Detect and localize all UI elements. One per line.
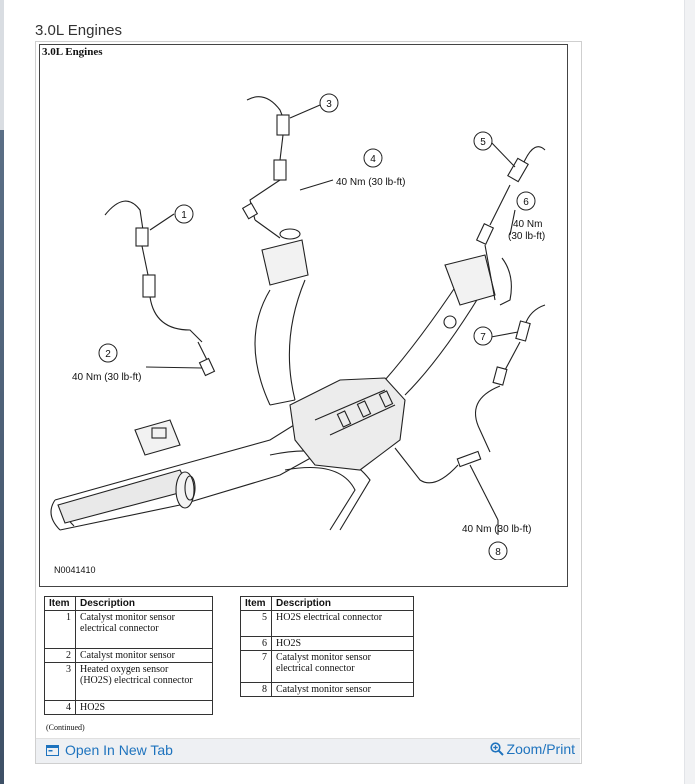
page-heading: 3.0L Engines [35, 22, 123, 39]
action-bar [36, 738, 580, 763]
callout-4: 4 [370, 154, 376, 165]
open-in-new-tab-label[interactable]: Open In New Tab [65, 742, 173, 758]
item-table-left: Item Description 1 Catalyst monitor sens… [44, 596, 213, 715]
table-row: 3 Heated oxygen sensor(HO2S) electrical … [44, 662, 213, 701]
window-icon [46, 744, 59, 756]
continued-note: (Continued) [46, 723, 85, 732]
table-row: 8 Catalyst monitor sensor [240, 682, 414, 697]
exhaust-sensor-diagram: 1 2 3 4 5 6 7 8 40 Nm (30 lb-ft) 40 Nm (… [50, 93, 546, 560]
callout-2: 2 [105, 349, 111, 360]
torque-label-6-line1: 40 Nm [513, 219, 542, 230]
left-window-edge [0, 0, 4, 784]
table-header-description: Description [75, 596, 213, 611]
torque-label-6-line2: (30 lb-ft) [508, 231, 545, 242]
figure-title: 3.0L Engines [42, 46, 103, 58]
magnifier-plus-icon [489, 742, 504, 756]
right-scrollbar[interactable] [684, 0, 695, 784]
torque-label-8: 40 Nm (30 lb-ft) [462, 524, 531, 535]
open-in-new-tab-link[interactable]: Open In New Tab [46, 742, 173, 758]
callout-1: 1 [181, 210, 187, 221]
zoom-print-link[interactable]: Zoom/Print [489, 741, 575, 757]
table-row: 4 HO2S [44, 700, 213, 715]
table-header-description: Description [271, 596, 414, 611]
torque-label-2: 40 Nm (30 lb-ft) [72, 372, 141, 383]
callout-7: 7 [480, 332, 486, 343]
item-table-right: Item Description 5 HO2S electrical conne… [240, 596, 414, 697]
callout-3: 3 [326, 99, 332, 110]
callout-5: 5 [480, 137, 486, 148]
table-header-item: Item [44, 596, 76, 611]
table-row: 6 HO2S [240, 636, 414, 651]
table-row: 5 HO2S electrical connector [240, 610, 414, 637]
torque-label-4: 40 Nm (30 lb-ft) [336, 177, 405, 188]
table-row: 2 Catalyst monitor sensor [44, 648, 213, 663]
callout-8: 8 [495, 547, 501, 558]
callout-6: 6 [523, 197, 529, 208]
table-header-item: Item [240, 596, 272, 611]
zoom-print-label[interactable]: Zoom/Print [506, 741, 575, 757]
figure-id: N0041410 [54, 565, 96, 575]
